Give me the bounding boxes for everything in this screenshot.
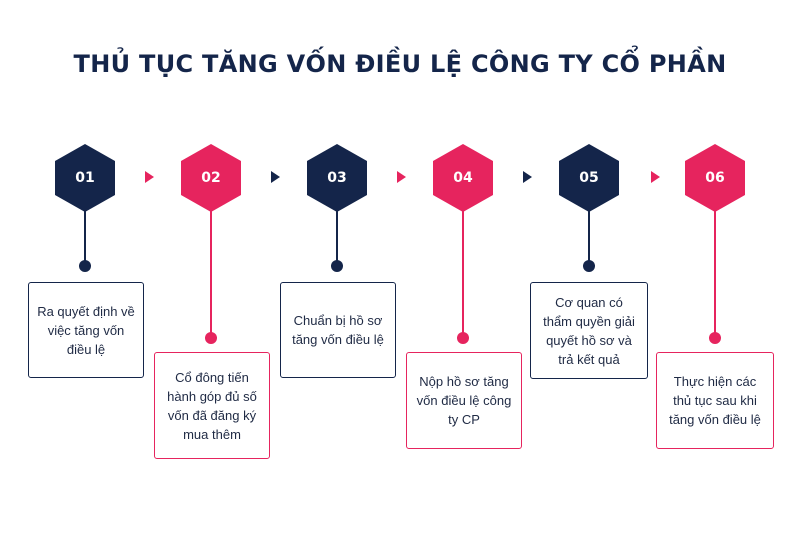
connector-line xyxy=(462,210,464,336)
connector-dot xyxy=(205,332,217,344)
arrow-right-icon xyxy=(145,171,154,183)
step-number-hexagon: 01 xyxy=(55,144,115,212)
connector-line xyxy=(714,210,716,336)
connector-line xyxy=(588,210,590,266)
arrow-right-icon xyxy=(651,171,660,183)
connector-dot xyxy=(457,332,469,344)
connector-dot xyxy=(331,260,343,272)
step-number-hexagon: 04 xyxy=(433,144,493,212)
arrow-right-icon xyxy=(397,171,406,183)
step-description-box: Ra quyết định về việc tăng vốn điều lệ xyxy=(28,282,144,378)
diagram-title: THỦ TỤC TĂNG VỐN ĐIỀU LỆ CÔNG TY CỔ PHẦN xyxy=(73,50,727,78)
step-6: 06 Thực hiện các thủ tục sau khi tăng vố… xyxy=(650,140,780,480)
step-number-hexagon: 03 xyxy=(307,144,367,212)
step-description-box: Cổ đông tiến hành góp đủ số vốn đã đăng … xyxy=(154,352,270,459)
step-description-box: Cơ quan có thẩm quyền giải quyết hồ sơ v… xyxy=(530,282,648,379)
step-number-hexagon: 02 xyxy=(181,144,241,212)
connector-line xyxy=(84,210,86,266)
connector-dot xyxy=(79,260,91,272)
step-3: 03 Chuẩn bị hồ sơ tăng vốn điều lệ xyxy=(272,140,402,480)
step-number-hexagon: 05 xyxy=(559,144,619,212)
step-2: 02 Cổ đông tiến hành góp đủ số vốn đã đă… xyxy=(146,140,276,480)
step-number-hexagon: 06 xyxy=(685,144,745,212)
step-1: 01 Ra quyết định về việc tăng vốn điều l… xyxy=(20,140,150,480)
arrow-right-icon xyxy=(271,171,280,183)
arrow-right-icon xyxy=(523,171,532,183)
connector-line xyxy=(210,210,212,336)
step-description-box: Chuẩn bị hồ sơ tăng vốn điều lệ xyxy=(280,282,396,378)
connector-line xyxy=(336,210,338,266)
step-5: 05 Cơ quan có thẩm quyền giải quyết hồ s… xyxy=(524,140,654,480)
step-description-box: Thực hiện các thủ tục sau khi tăng vốn đ… xyxy=(656,352,774,449)
step-4: 04 Nộp hồ sơ tăng vốn điều lệ công ty CP xyxy=(398,140,528,480)
connector-dot xyxy=(709,332,721,344)
connector-dot xyxy=(583,260,595,272)
step-description-box: Nộp hồ sơ tăng vốn điều lệ công ty CP xyxy=(406,352,522,449)
